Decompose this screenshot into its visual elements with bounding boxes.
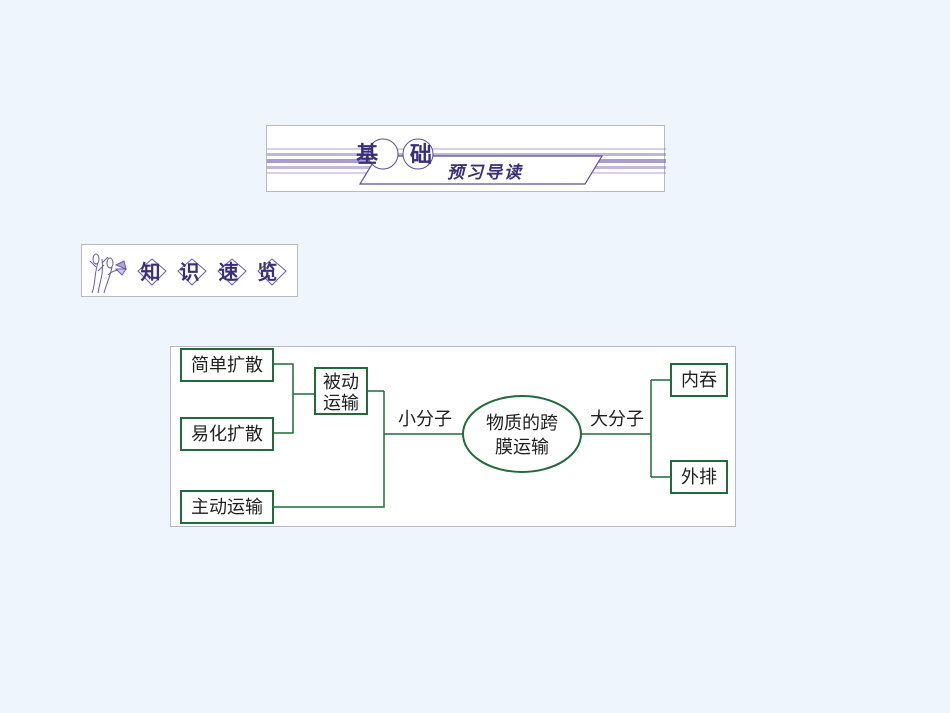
banner-sub-title: 预习导读	[447, 163, 523, 183]
box-simple-diffusion: 简单扩散	[181, 349, 273, 381]
active-transport-label: 主动运输	[191, 497, 263, 518]
small-molecule-label: 小分子	[398, 409, 452, 430]
box-passive-transport: 被动 运输	[315, 368, 367, 414]
facilitated-diffusion-label: 易化扩散	[191, 424, 263, 445]
simple-diffusion-label: 简单扩散	[191, 355, 263, 376]
exocytosis-label: 外排	[681, 467, 717, 488]
large-molecule-label: 大分子	[590, 409, 644, 430]
butterfly-flower-icon	[90, 254, 126, 293]
passive-transport-label-2: 运输	[323, 393, 359, 414]
banner-main-title: 基 础	[356, 142, 444, 168]
center-label-1: 物质的跨	[486, 413, 558, 434]
passive-transport-label-1: 被动	[323, 372, 359, 393]
box-exocytosis: 外排	[671, 461, 727, 493]
box-facilitated-diffusion: 易化扩散	[181, 418, 273, 450]
box-endocytosis: 内吞	[671, 364, 727, 396]
concept-diagram-graphic: 简单扩散 易化扩散 主动运输 被动 运输 小分子 物质的跨 膜运输 大分子 内吞	[171, 347, 737, 528]
knowledge-overview-text: 知 识 速 览	[141, 260, 284, 284]
knowledge-overview-label: 知 识 速 览	[81, 244, 298, 297]
box-active-transport: 主动运输	[181, 491, 273, 523]
banner-graphic: 基 础 预习导读	[267, 126, 666, 193]
endocytosis-label: 内吞	[681, 370, 717, 391]
center-ellipse: 物质的跨 膜运输	[463, 396, 581, 472]
section-banner: 基 础 预习导读	[266, 125, 665, 192]
center-label-2: 膜运输	[495, 437, 549, 458]
knowledge-overview-graphic: 知 识 速 览	[82, 245, 299, 298]
concept-diagram: 简单扩散 易化扩散 主动运输 被动 运输 小分子 物质的跨 膜运输 大分子 内吞	[170, 346, 736, 527]
